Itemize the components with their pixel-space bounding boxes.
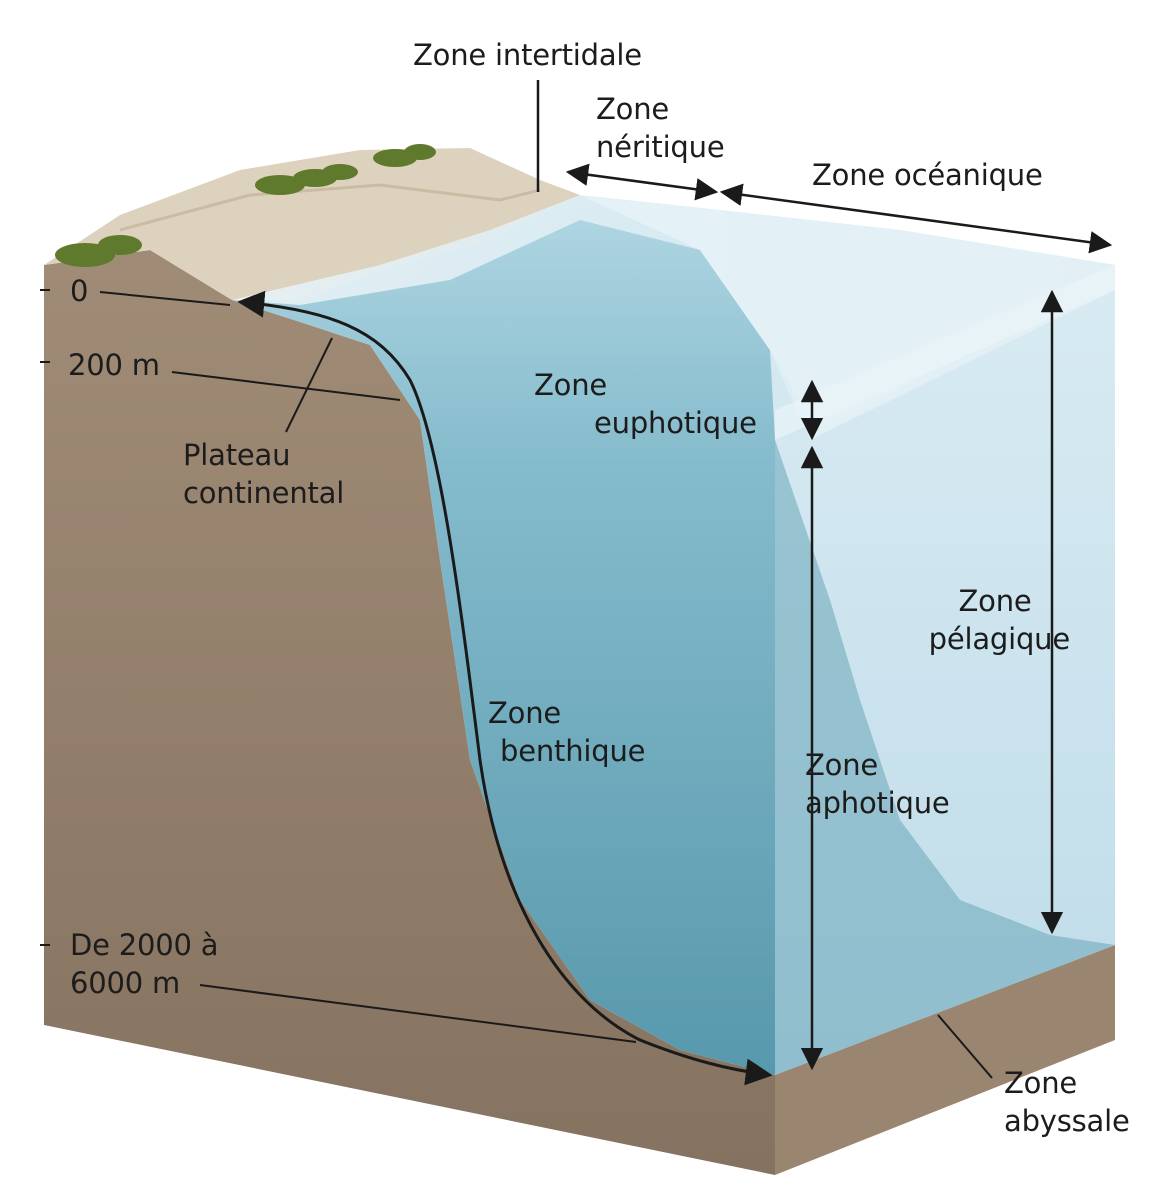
label-abyssal-line1: Zone (1004, 1066, 1078, 1100)
label-depth-0: 0 (70, 274, 89, 308)
depth-abyss-pointer (199, 984, 637, 1043)
label-abyssal-line2: abyssale (1004, 1104, 1130, 1138)
label-depth-abyss: De 2000 à 6000 m (70, 926, 219, 1002)
neritic-arrow (565, 163, 719, 201)
seafloor-front (775, 945, 1115, 1175)
label-neritic-line2: néritique (596, 130, 725, 164)
label-plateau-line2: continental (183, 476, 345, 510)
label-neritic-line1: Zone (596, 92, 670, 126)
label-depth-abyss-line2: 6000 m (70, 966, 181, 1000)
label-depth-abyss-line1: De 2000 à (70, 928, 219, 962)
label-plateau: Plateau continental (183, 436, 344, 512)
label-intertidal: Zone intertidale (413, 38, 642, 72)
label-benthic: Zone benthique (488, 694, 645, 770)
abyssal-pointer (937, 1014, 993, 1079)
depth-200-pointer (171, 371, 401, 401)
label-depth-200: 200 m (68, 348, 160, 382)
label-euphotic: Zone euphotique (534, 366, 757, 442)
oceanic-arrow (719, 183, 1113, 254)
label-pelagic-line1: Zone (958, 584, 1032, 618)
depth-0-pointer (99, 291, 231, 306)
label-oceanic: Zone océanique (812, 158, 1043, 192)
label-euphotic-line1: Zone (534, 368, 608, 402)
label-aphotic: Zone aphotique (805, 746, 950, 822)
benthic-arrow (237, 290, 773, 1086)
label-abyssal: Zone abyssale (1004, 1064, 1130, 1140)
label-pelagic: Zone pélagique (920, 582, 1071, 658)
label-pelagic-line2: pélagique (928, 622, 1071, 656)
vegetation (55, 144, 436, 267)
label-aphotic-line2: aphotique (805, 786, 950, 820)
label-aphotic-line1: Zone (805, 748, 879, 782)
label-benthic-line2: benthique (500, 734, 646, 768)
label-euphotic-line2: euphotique (594, 406, 757, 440)
label-benthic-line1: Zone (488, 696, 562, 730)
beach-surface (44, 148, 580, 300)
plateau-pointer (285, 337, 333, 433)
label-plateau-line1: Plateau (183, 438, 291, 472)
label-neritic: Zone néritique (596, 90, 725, 166)
